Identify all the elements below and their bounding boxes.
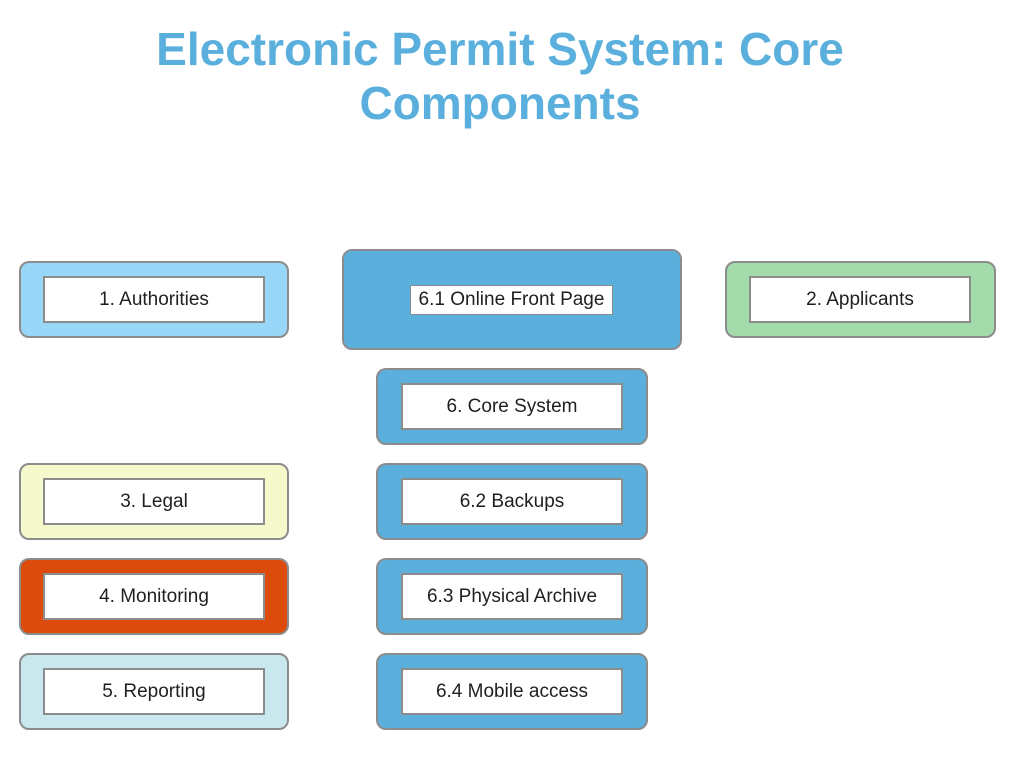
reporting-label: 5. Reporting bbox=[43, 668, 265, 715]
physical-archive-label: 6.3 Physical Archive bbox=[401, 573, 623, 620]
authorities-label: 1. Authorities bbox=[43, 276, 265, 323]
mobile-access-label: 6.4 Mobile access bbox=[401, 668, 623, 715]
legal-label: 3. Legal bbox=[43, 478, 265, 525]
backups-label: 6.2 Backups bbox=[401, 478, 623, 525]
monitoring-label: 4. Monitoring bbox=[43, 573, 265, 620]
core-system-label: 6. Core System bbox=[401, 383, 623, 430]
page-title: Electronic Permit System: Core Component… bbox=[0, 22, 1000, 130]
online-front-page-label: 6.1 Online Front Page bbox=[410, 285, 613, 315]
title-line-2: Components bbox=[359, 77, 641, 129]
title-line-1: Electronic Permit System: Core bbox=[156, 23, 844, 75]
applicants-label: 2. Applicants bbox=[749, 276, 971, 323]
